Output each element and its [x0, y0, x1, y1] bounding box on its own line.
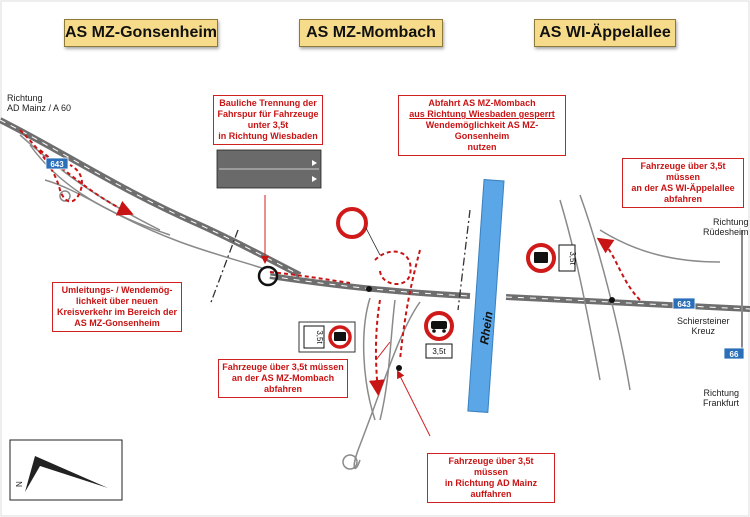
label-richtung-ruedesheim: Richtung Rüdesheim — [703, 217, 749, 237]
note-abfahrt-mombach: Abfahrt AS MZ-Mombach aus Richtung Wiesb… — [398, 95, 566, 156]
separation-marker — [257, 265, 279, 287]
note-umleitung: Umleitungs- / Wendemög- lichkeit über ne… — [52, 282, 182, 332]
no-entry-ring-sign — [336, 207, 381, 256]
a643-badge-left: 643 — [45, 157, 69, 170]
no-trucks-sign-center — [424, 311, 454, 341]
highway-a643-east — [505, 194, 750, 391]
rhine-label: Rhein — [477, 310, 496, 345]
header-mombach: AS MZ-Mombach — [299, 19, 443, 47]
svg-text:3,5t: 3,5t — [432, 347, 446, 356]
weight-plate-center: 3,5t — [425, 343, 453, 359]
lane-sign-board — [216, 149, 322, 189]
junction-dots — [366, 286, 615, 371]
compass: N — [9, 439, 123, 501]
diversion-routes — [19, 129, 641, 396]
note-appelallee-exit: Fahrzeuge über 3,5t müssen an der AS WI-… — [622, 158, 744, 208]
svg-text:3,5t: 3,5t — [315, 330, 324, 344]
label-richtung-mainz: Richtung AD Mainz / A 60 — [7, 93, 72, 113]
svg-text:643: 643 — [677, 300, 691, 309]
section-boundaries — [209, 209, 471, 311]
highway-a643-center — [269, 273, 471, 470]
svg-text:66: 66 — [730, 350, 739, 359]
header-appelallee: AS WI-Äppelallee — [534, 19, 676, 47]
a66-badge: 66 — [723, 347, 745, 360]
svg-text:643: 643 — [50, 160, 64, 169]
rhine-river — [467, 179, 505, 413]
note-bauliche-trennung: Bauliche Trennung der Fahrspur für Fahrz… — [213, 95, 323, 145]
label-schiersteiner-kreuz: Schiersteiner Kreuz — [677, 316, 730, 336]
svg-text:3,5t: 3,5t — [568, 251, 577, 265]
note-mombach-exit: Fahrzeuge über 3,5t müssen an der AS MZ-… — [218, 359, 348, 398]
no-trucks-sign-right — [526, 243, 556, 273]
note-connectors — [261, 195, 431, 437]
weight-plate-right: 3,5t — [558, 244, 577, 272]
header-gonsenheim: AS MZ-Gonsenheim — [64, 19, 218, 47]
compass-north-label: N — [15, 481, 24, 487]
label-richtung-frankfurt: Richtung Frankfurt — [703, 388, 740, 408]
a643-badge-right: 643 — [672, 297, 696, 310]
weight-plate-left: 3,5t — [303, 325, 325, 349]
note-admainz: Fahrzeuge über 3,5t müssen in Richtung A… — [427, 453, 555, 503]
